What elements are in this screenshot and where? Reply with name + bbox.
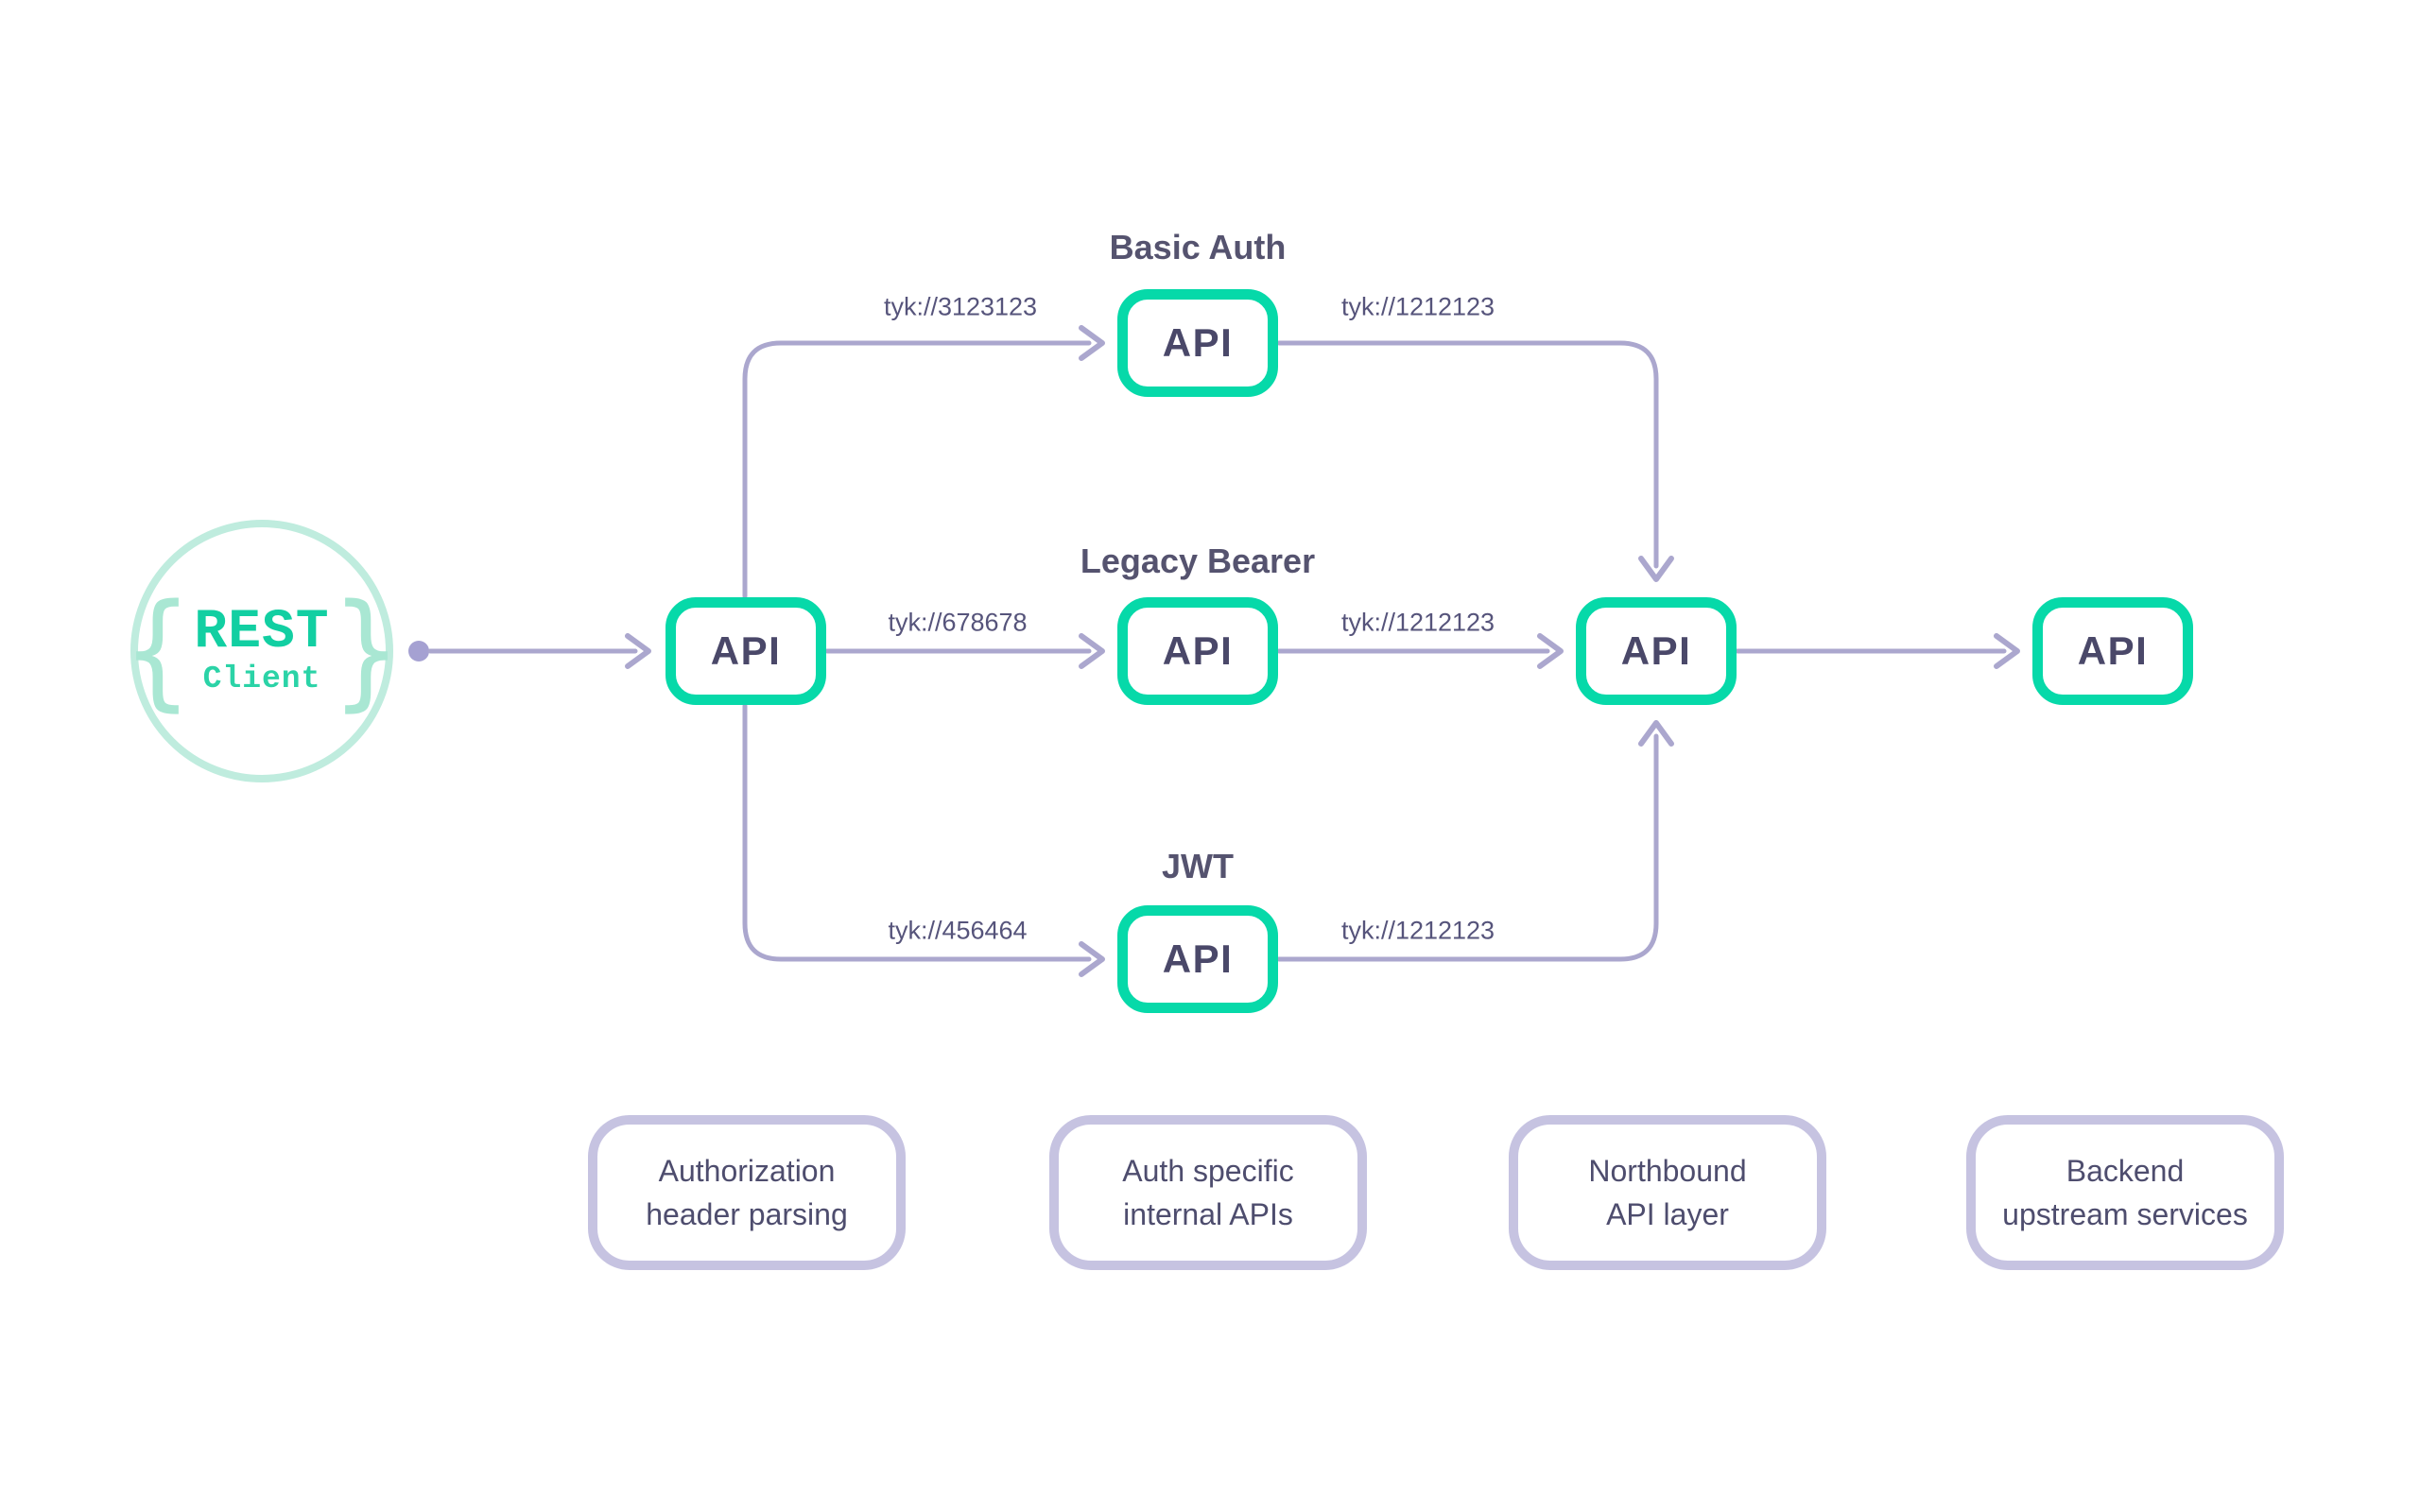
row-title-jwt: JWT xyxy=(1162,847,1234,885)
rest-client: { REST Client } xyxy=(125,520,399,782)
legend-northbound-api-layer: Northbound API layer xyxy=(1509,1115,1826,1270)
edge-client-gateway-arrowhead xyxy=(625,633,651,669)
legend-line: upstream services xyxy=(2002,1197,2248,1231)
edge-gateway-basicauth-arrowhead xyxy=(1079,325,1105,361)
api-box-jwt: API xyxy=(1117,905,1278,1013)
api-box-legacy-bearer: API xyxy=(1117,597,1278,705)
legend-line: internal APIs xyxy=(1123,1197,1293,1231)
api-box-gateway: API xyxy=(666,597,826,705)
row-title-legacy-bearer: Legacy Bearer xyxy=(1080,541,1316,580)
api-box-northbound: API xyxy=(1576,597,1737,705)
edge-label-gateway-basicauth: tyk://3123123 xyxy=(883,292,1038,321)
client-brace-right: } xyxy=(333,576,400,725)
edge-legacy-northbound-arrowhead xyxy=(1537,633,1564,669)
api-box-backend: API xyxy=(2032,597,2193,705)
api-box-basic-auth: API xyxy=(1117,289,1278,397)
client-brace-left: { xyxy=(124,576,191,725)
edge-start-dot xyxy=(408,641,429,662)
edge-gateway-legacy-arrowhead xyxy=(1079,633,1105,669)
legend-line: Auth specific xyxy=(1122,1153,1294,1188)
edge-label-gateway-legacy: tyk://678678 xyxy=(888,608,1028,637)
edge-label-gateway-jwt: tyk://456464 xyxy=(888,916,1028,945)
edge-northbound-backend-arrowhead xyxy=(1994,633,2020,669)
edge-basicauth-northbound-line xyxy=(1276,340,1659,569)
legend-line: header parsing xyxy=(646,1197,848,1231)
legend-line: Authorization xyxy=(658,1153,836,1188)
legend-backend-upstream-services: Backend upstream services xyxy=(1966,1115,2284,1270)
edge-gateway-jwt-arrowhead xyxy=(1079,941,1105,977)
client-label-line1: REST xyxy=(194,601,330,663)
client-label-line2: Client xyxy=(202,662,321,697)
edge-label-basicauth-northbound: tyk://1212123 xyxy=(1340,292,1495,321)
edge-basicauth-northbound-arrowhead xyxy=(1638,556,1674,582)
edge-label-legacy-northbound: tyk://1212123 xyxy=(1340,608,1495,637)
legend-auth-specific-internal-apis: Auth specific internal APIs xyxy=(1049,1115,1367,1270)
row-title-basic-auth: Basic Auth xyxy=(1109,228,1287,266)
edge-gateway-jwt-line xyxy=(742,703,1092,962)
edge-label-jwt-northbound: tyk://1212123 xyxy=(1340,916,1495,945)
edge-jwt-northbound-arrowhead xyxy=(1638,720,1674,747)
edge-jwt-northbound-line xyxy=(1276,733,1659,962)
client-label: REST Client xyxy=(194,601,330,698)
legend-line: API layer xyxy=(1606,1197,1729,1231)
legend-line: Northbound xyxy=(1588,1153,1747,1188)
legend-line: Backend xyxy=(2066,1153,2185,1188)
edge-gateway-basicauth-line xyxy=(742,340,1092,599)
legend-authorization-header-parsing: Authorization header parsing xyxy=(588,1115,906,1270)
